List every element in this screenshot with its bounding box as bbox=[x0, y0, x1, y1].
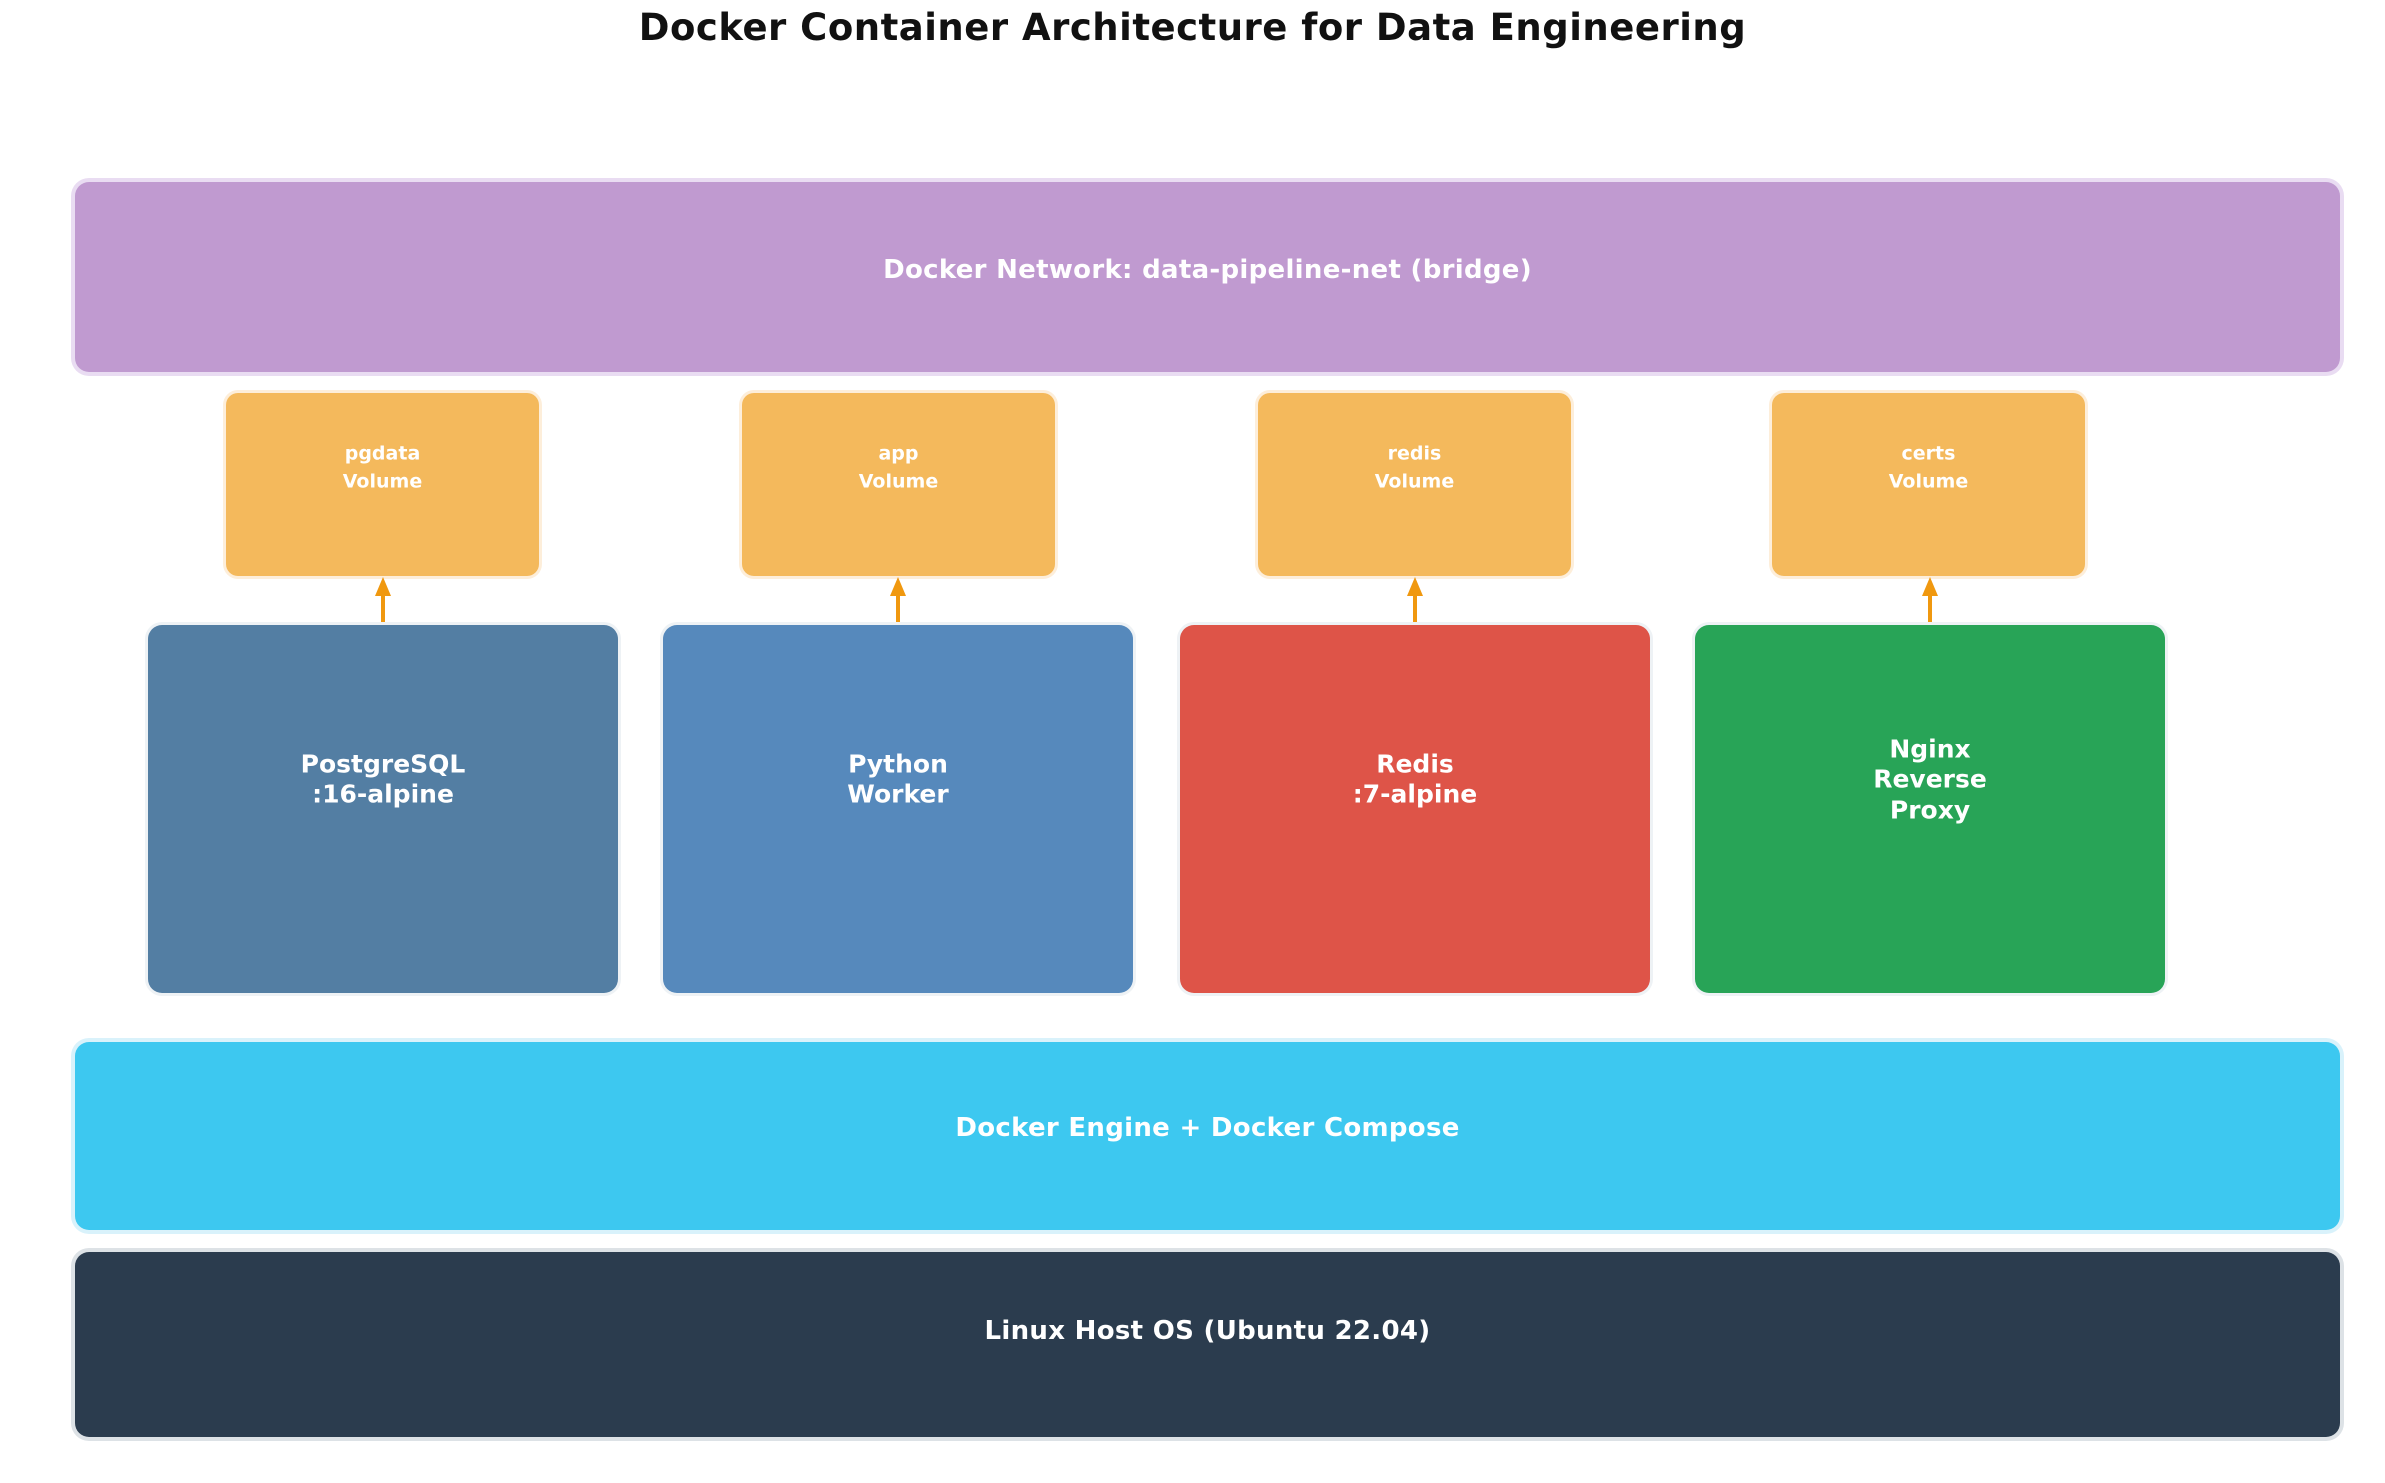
volume-redis-label: redis Volume bbox=[1258, 440, 1571, 495]
volume-app-line1: app bbox=[878, 442, 919, 465]
container-nginx-line2: Reverse bbox=[1873, 764, 1987, 794]
volume-pgdata-line2: Volume bbox=[342, 470, 423, 493]
container-python-line2: Worker bbox=[847, 779, 949, 809]
docker-engine-label: Docker Engine + Docker Compose bbox=[955, 1113, 1460, 1144]
diagram-title: Docker Container Architecture for Data E… bbox=[638, 6, 1747, 49]
docker-network-label: Docker Network: data-pipeline-net (bridg… bbox=[883, 255, 1532, 286]
container-python-line1: Python bbox=[848, 749, 948, 779]
volume-box-app: app Volume bbox=[742, 393, 1055, 576]
volume-certs-line1: certs bbox=[1901, 442, 1956, 465]
container-nginx-line3: Proxy bbox=[1889, 794, 1971, 824]
docker-network-band: Docker Network: data-pipeline-net (bridg… bbox=[75, 182, 2340, 372]
volume-redis-line1: redis bbox=[1387, 442, 1442, 465]
container-python-label: Python Worker bbox=[663, 749, 1133, 810]
volume-box-redis: redis Volume bbox=[1258, 393, 1571, 576]
volume-redis-line2: Volume bbox=[1374, 470, 1455, 493]
container-redis-line1: Redis bbox=[1376, 749, 1454, 779]
volume-certs-label: certs Volume bbox=[1772, 440, 2085, 495]
volume-box-certs: certs Volume bbox=[1772, 393, 2085, 576]
container-postgresql-line2: :16-alpine bbox=[312, 779, 454, 809]
container-box-redis: Redis :7-alpine bbox=[1180, 625, 1650, 993]
volume-pgdata-line1: pgdata bbox=[344, 442, 421, 465]
linux-host-band: Linux Host OS (Ubuntu 22.04) bbox=[75, 1252, 2340, 1437]
volume-app-line2: Volume bbox=[858, 470, 939, 493]
container-postgresql-line1: PostgreSQL bbox=[300, 749, 466, 779]
docker-engine-band: Docker Engine + Docker Compose bbox=[75, 1042, 2340, 1230]
container-postgresql-label: PostgreSQL :16-alpine bbox=[148, 749, 618, 810]
volume-box-pgdata: pgdata Volume bbox=[226, 393, 539, 576]
volume-app-label: app Volume bbox=[742, 440, 1055, 495]
container-nginx-line1: Nginx bbox=[1889, 733, 1971, 763]
container-box-nginx: Nginx Reverse Proxy bbox=[1695, 625, 2165, 993]
container-box-postgresql: PostgreSQL :16-alpine bbox=[148, 625, 618, 993]
linux-host-label: Linux Host OS (Ubuntu 22.04) bbox=[984, 1315, 1431, 1346]
container-redis-line2: :7-alpine bbox=[1352, 779, 1478, 809]
container-redis-label: Redis :7-alpine bbox=[1180, 749, 1650, 810]
volume-certs-line2: Volume bbox=[1888, 470, 1969, 493]
container-nginx-label: Nginx Reverse Proxy bbox=[1695, 734, 2165, 826]
volume-pgdata-label: pgdata Volume bbox=[226, 440, 539, 495]
container-box-python-worker: Python Worker bbox=[663, 625, 1133, 993]
